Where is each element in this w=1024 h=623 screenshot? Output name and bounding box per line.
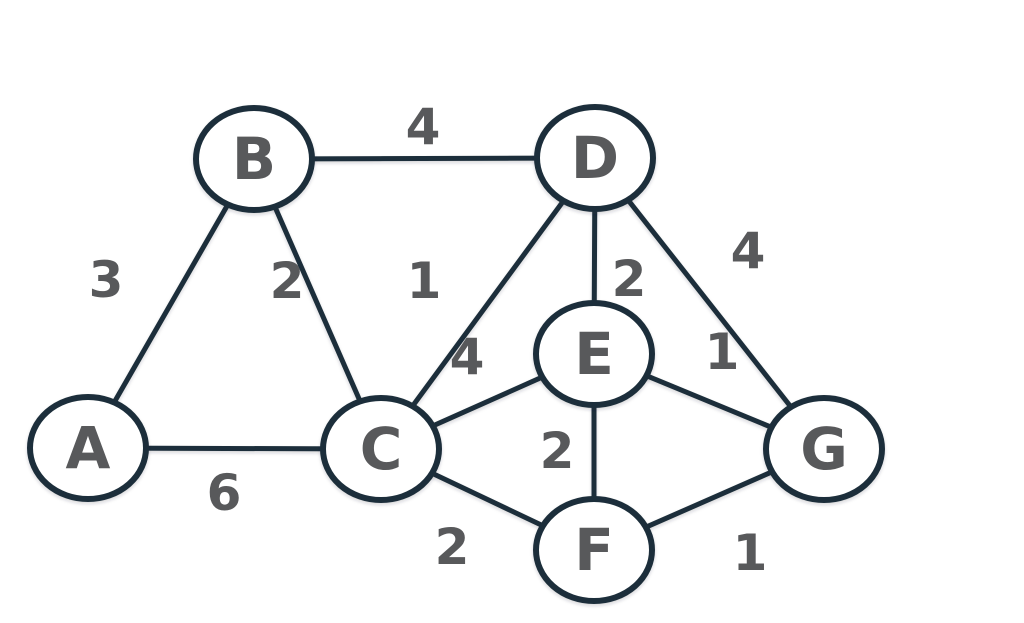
edge-weight-C-F: 2 xyxy=(435,518,470,576)
graph-node-label-G: G xyxy=(800,415,848,483)
edge-D-G xyxy=(592,155,827,452)
edge-weight-D-E: 2 xyxy=(612,250,647,308)
graph-node-label-E: E xyxy=(574,320,614,388)
graph-node-F xyxy=(533,496,655,604)
graph-node-D xyxy=(534,104,656,212)
edge-weight-B-D: 4 xyxy=(406,98,441,156)
edge-weight-E-G: 1 xyxy=(705,323,740,381)
graph-node-label-D: D xyxy=(571,124,619,192)
graph-node-B xyxy=(193,105,315,213)
graph-node-G xyxy=(763,395,885,503)
node-layer xyxy=(27,104,885,604)
edge-weight-C-E: 4 xyxy=(450,328,485,386)
graph-node-label-B: B xyxy=(232,125,276,193)
graph-node-E xyxy=(533,300,655,408)
edge-weight-D-G: 4 xyxy=(731,222,766,280)
edge-weight-C-D: 1 xyxy=(407,252,442,310)
edge-C-D xyxy=(378,155,598,452)
edge-weight-A-B: 3 xyxy=(89,251,124,309)
graph-node-label-F: F xyxy=(574,516,614,584)
edge-weight-F-G: 1 xyxy=(733,524,768,582)
edge-weight-A-C: 6 xyxy=(207,464,242,522)
graph-node-A xyxy=(27,394,149,502)
edge-weight-E-F: 2 xyxy=(540,422,575,480)
graph-node-C xyxy=(320,395,442,503)
graph-node-label-C: C xyxy=(360,415,403,483)
edge-weight-B-C: 2 xyxy=(270,252,305,310)
graph-node-label-A: A xyxy=(66,414,111,482)
